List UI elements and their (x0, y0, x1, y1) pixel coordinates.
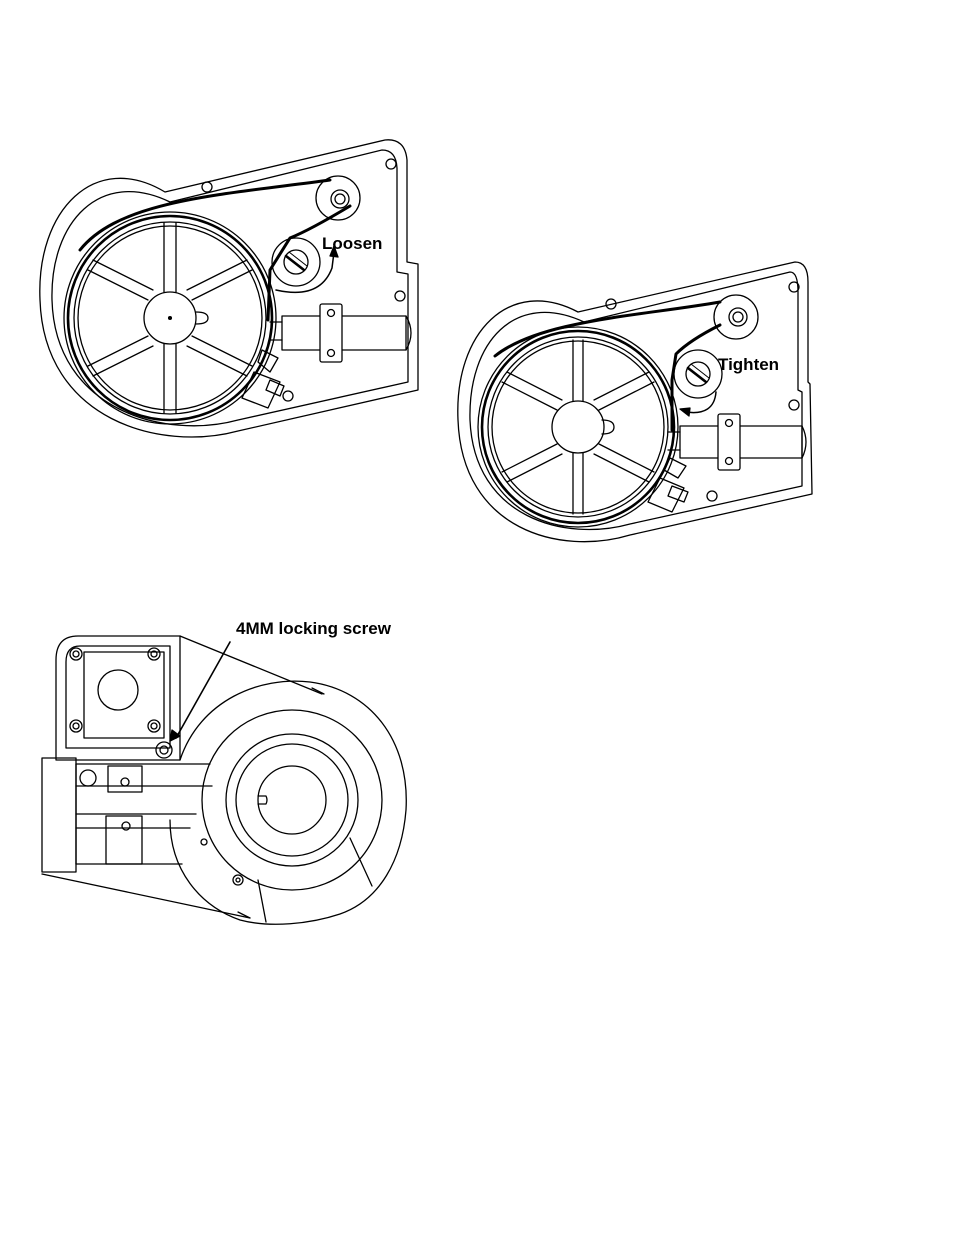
tension-screw-boss (272, 238, 320, 286)
motor-body (282, 316, 406, 350)
housing-outline-outer (458, 262, 812, 542)
large-pulley-hub (552, 401, 604, 453)
wheel-bore (258, 766, 326, 834)
motor-mount-plate (56, 636, 180, 760)
wheel-hub-inner (236, 744, 348, 856)
motor-body (680, 426, 802, 458)
drive-belt (80, 180, 330, 250)
figure-belt-housing-tighten (458, 262, 812, 542)
wheel-cover (170, 681, 406, 924)
locking-screw-label: 4MM locking screw (236, 619, 391, 639)
figure-motor-locking-screw (42, 636, 406, 924)
tighten-arrow (686, 392, 716, 413)
locking-screw (156, 742, 172, 758)
wheel-pulley (202, 710, 382, 890)
motor-shaft-opening (98, 670, 138, 710)
tighten-label: Tighten (718, 355, 779, 375)
motor-clamp (718, 414, 740, 470)
mount-hole (202, 182, 212, 192)
housing-outline-inner (52, 150, 408, 426)
bore-keyway (258, 796, 267, 804)
loosen-label: Loosen (322, 234, 382, 254)
mount-bolt (70, 648, 82, 660)
drive-belt (495, 302, 720, 356)
bracket (258, 350, 278, 372)
motor-clamp (320, 304, 342, 362)
figure-belt-housing-loosen (40, 140, 418, 437)
locking-screw-leader (176, 642, 230, 738)
motor-face (84, 652, 164, 738)
slide-block-upper (108, 766, 142, 792)
motor-pulley (714, 295, 758, 339)
wheel-hub-outer (226, 734, 358, 866)
hub-keyway (196, 312, 208, 324)
tension-screw-boss (674, 350, 722, 398)
mount-hole (233, 875, 243, 885)
frame-left-block (42, 758, 76, 872)
